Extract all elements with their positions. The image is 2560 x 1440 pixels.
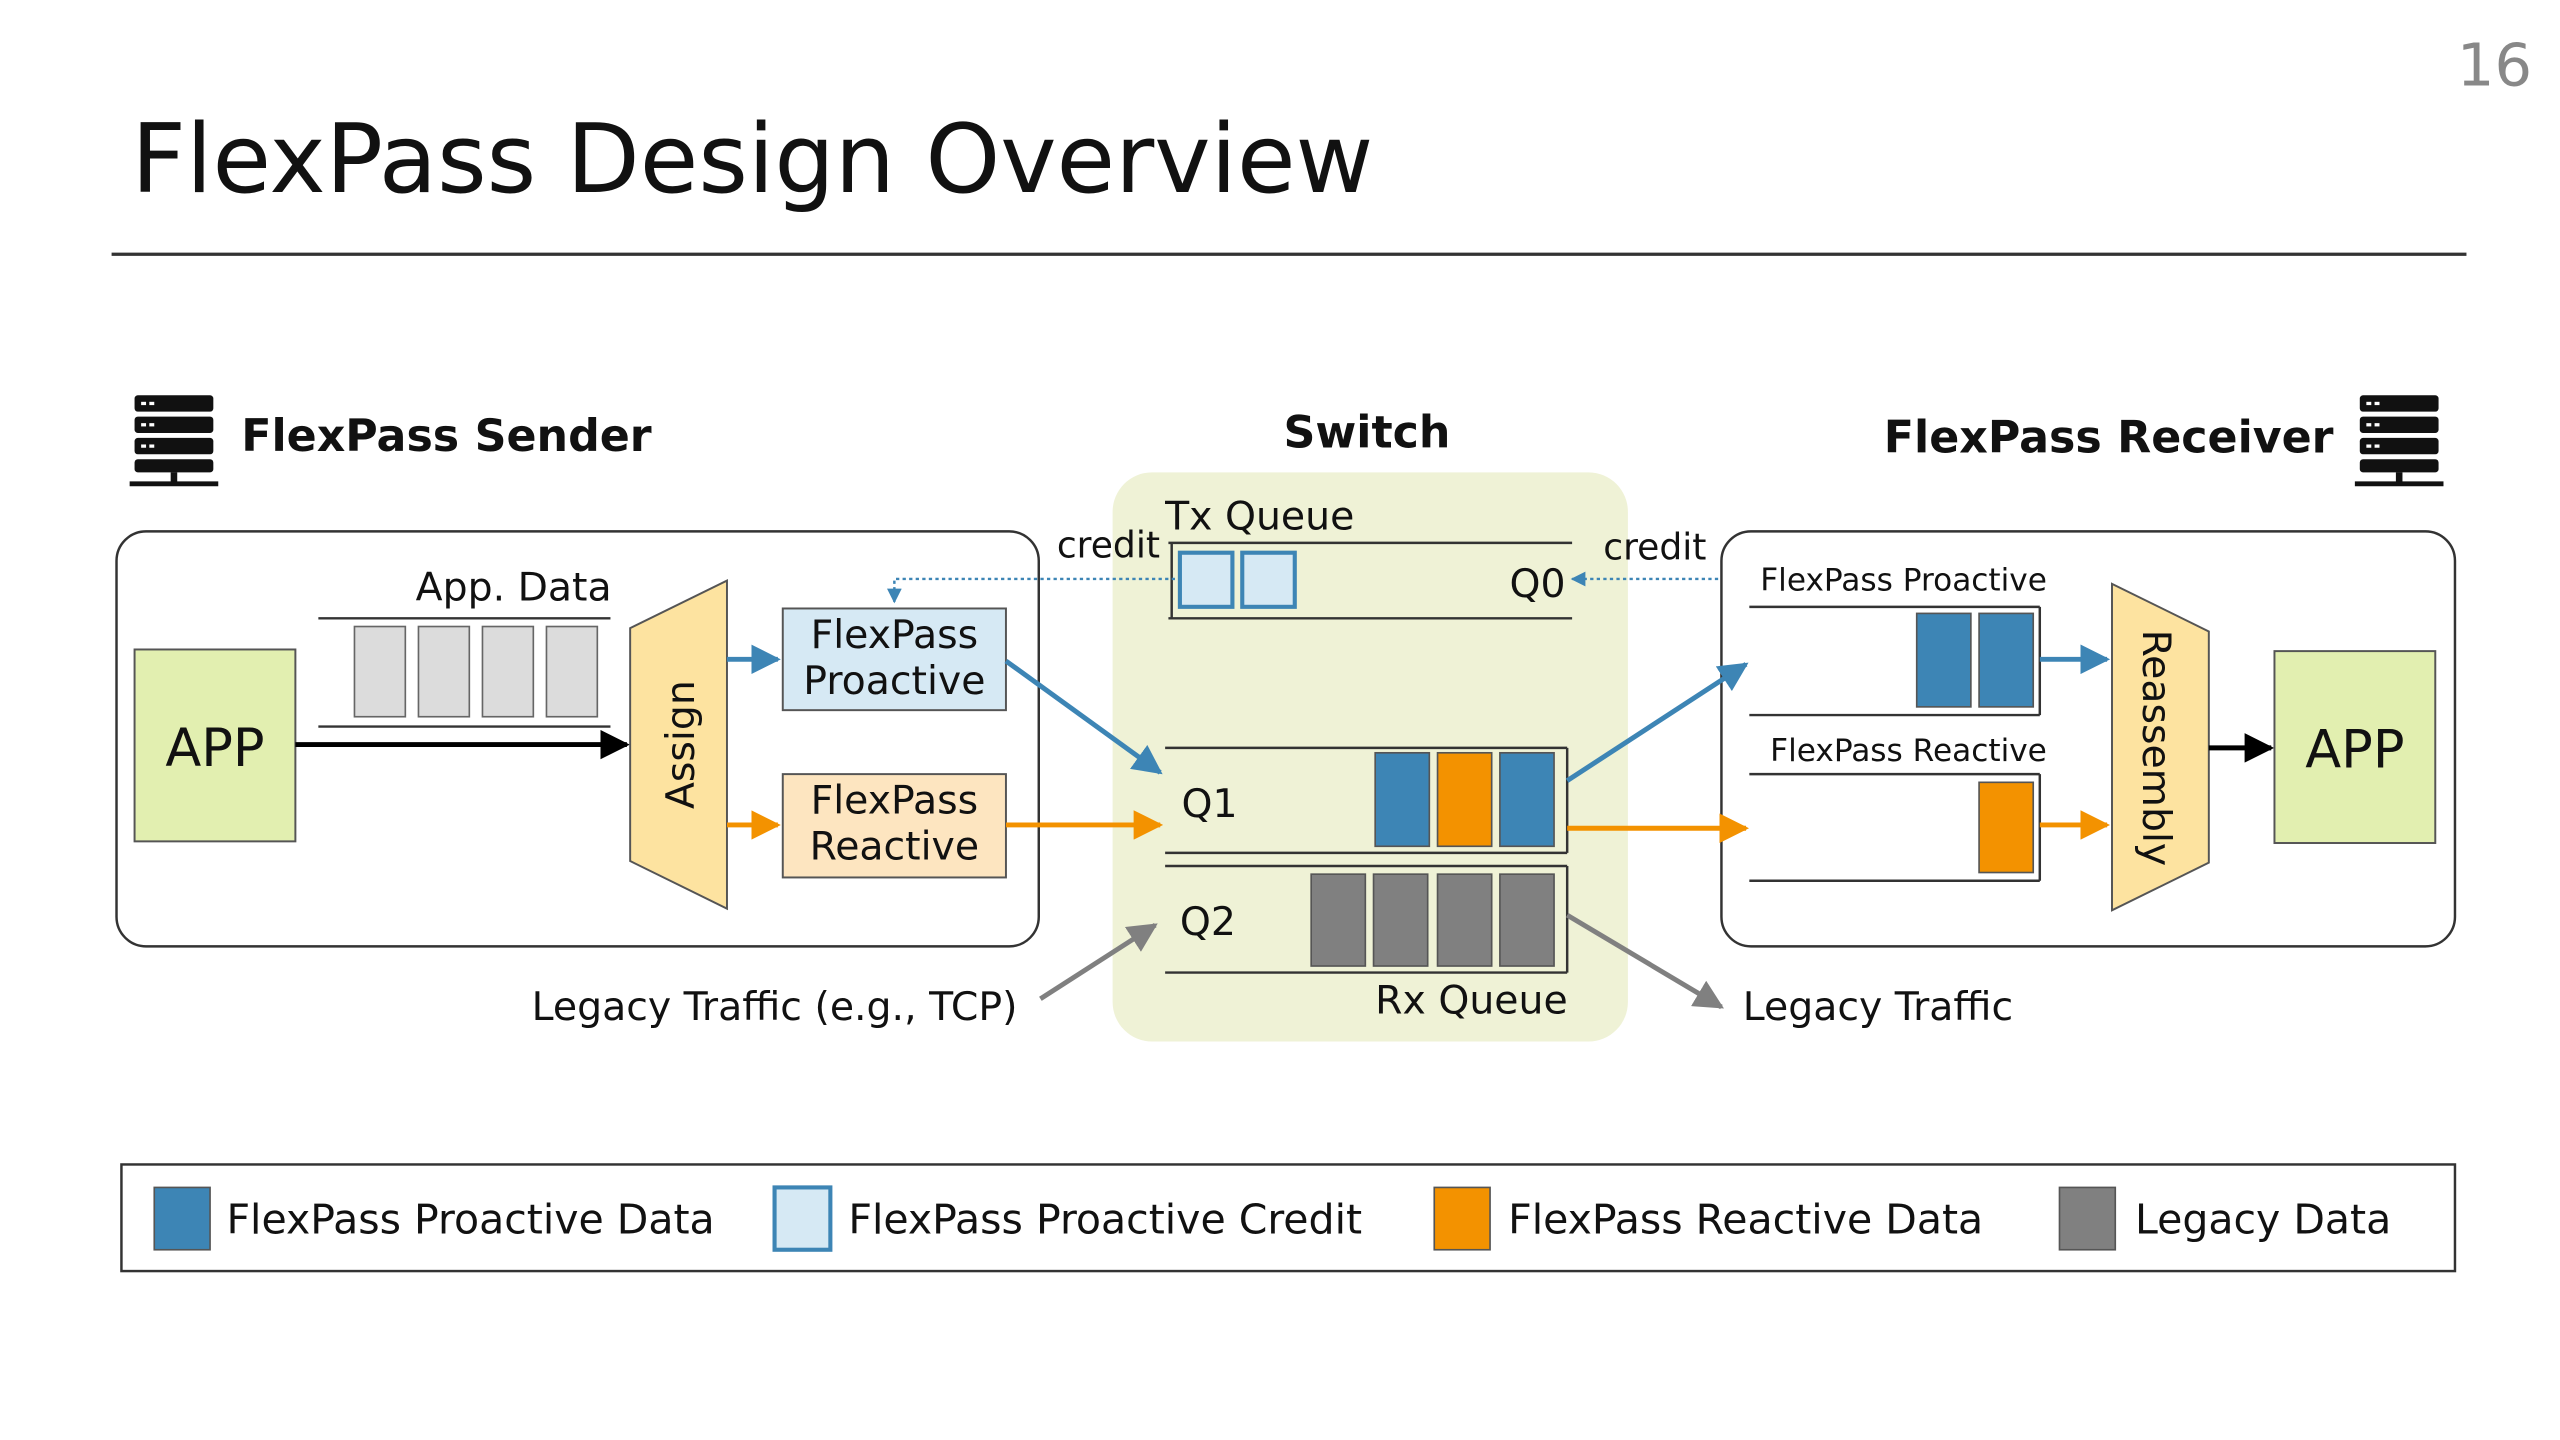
rx-queue-q1 — [1165, 746, 1569, 855]
q1-label: Q1 — [1182, 781, 1238, 827]
rx-queue-q2 — [1165, 864, 1569, 974]
q1-to-receiver-proactive-arrow — [1565, 662, 1749, 783]
legend-label-proactive-credit: FlexPass Proactive Credit — [848, 1195, 1362, 1243]
receiver-proactive-queue — [1749, 605, 2042, 717]
receiver-reactive-queue-label: FlexPass Reactive — [1770, 733, 2047, 769]
receiver-proactive-queue-label: FlexPass Proactive — [1760, 562, 2047, 598]
sender-title: FlexPass Sender — [241, 411, 652, 462]
sender-app-label: APP — [165, 718, 264, 779]
legend-box — [120, 1163, 2457, 1273]
legend-swatch-reactive-data — [1433, 1186, 1491, 1251]
app-data-queue — [318, 617, 611, 728]
sender-reactive-label-1: FlexPass — [811, 777, 979, 823]
legend-swatch-legacy-data — [2058, 1186, 2117, 1251]
legend-label-proactive-data: FlexPass Proactive Data — [226, 1195, 714, 1243]
legacy-out-arrow — [1565, 913, 1724, 1010]
q0-label: Q0 — [1509, 561, 1565, 607]
legacy-in-label: Legacy Traffic (e.g., TCP) — [532, 984, 1018, 1030]
page-number: 16 — [2457, 30, 2532, 99]
proactive-to-q1-arrow — [1004, 658, 1163, 775]
sender-proactive-label-2: Proactive — [803, 658, 985, 704]
legend-label-reactive-data: FlexPass Reactive Data — [1508, 1195, 1983, 1243]
legend-label-legacy-data: Legacy Data — [2135, 1195, 2391, 1243]
sender-app-box — [133, 648, 297, 843]
page-title: FlexPass Design Overview — [131, 105, 1373, 215]
app-data-label: App. Data — [416, 564, 612, 610]
reassembly-label: Reassembly — [2133, 630, 2179, 867]
server-icon-receiver — [2354, 395, 2444, 487]
sender-proactive-label-1: FlexPass — [811, 612, 979, 658]
switch-title: Switch — [1283, 408, 1450, 459]
receiver-app-box — [2273, 650, 2437, 844]
receiver-app-label: APP — [2305, 720, 2404, 781]
q2-label: Q2 — [1180, 899, 1236, 945]
assign-block — [629, 579, 728, 911]
sender-reactive-label-2: Reactive — [810, 823, 979, 869]
credit-arrow-to-sender — [886, 577, 1175, 604]
legend-swatch-proactive-credit — [772, 1185, 833, 1252]
receiver-box — [1720, 530, 2457, 948]
tx-queue-q0 — [1168, 541, 1573, 620]
sender-proactive-box — [781, 607, 1007, 712]
credit-label-right: credit — [1603, 526, 1706, 568]
credit-label-left: credit — [1057, 525, 1160, 567]
legend-swatch-proactive-data — [153, 1186, 211, 1251]
assign-label: Assign — [658, 680, 704, 809]
tx-queue-label: Tx Queue — [1164, 494, 1354, 540]
receiver-title: FlexPass Receiver — [1884, 413, 2334, 464]
server-icon-sender — [129, 395, 219, 487]
legacy-out-label: Legacy Traffic — [1743, 984, 2013, 1030]
reassembly-block — [2111, 582, 2210, 912]
rx-queue-label: Rx Queue — [1375, 978, 1568, 1024]
legacy-in-arrow — [1039, 922, 1158, 1001]
